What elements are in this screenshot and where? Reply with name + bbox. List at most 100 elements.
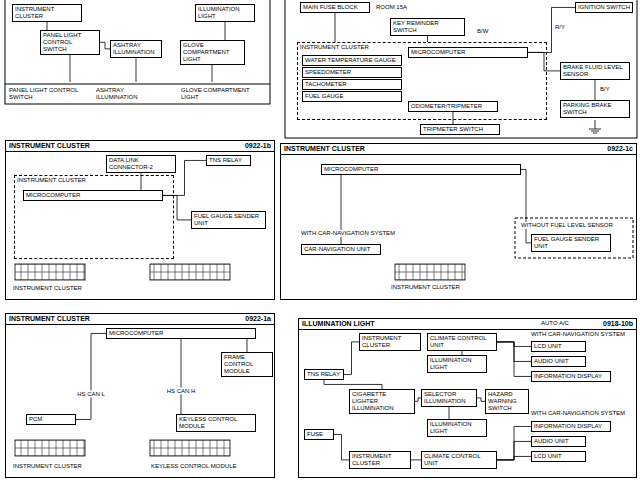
component-box: WATER TEMPERATURE GAUGE [302,55,402,66]
wire-connector [163,195,191,219]
wire-label: ROOM 15A [375,4,408,11]
sheet-panel: INSTRUMENT CLUSTER0922-1aMICROCOMPUTERFR… [5,313,275,478]
wire-label: PANEL LIGHT CONTROL SWITCH [8,87,82,101]
panel-frame [285,0,637,138]
wire-label: KEYLESS CONTROL MODULE [150,463,237,470]
wire-connector [497,456,531,459]
component-name: INFORMATION DISPLAY [534,423,608,430]
wire-connector [497,342,531,377]
component-box: FUEL GAUGE SENDER UNIT [191,211,266,229]
component-name: PANEL LIGHT CONTROL SWITCH [43,32,97,53]
component-box: CIGARETTE LIGHTER ILLUMINATION [349,389,415,414]
component-box: ODOMETER/TRIPMETER [408,101,498,112]
wire-label: INSTRUMENT CLUSTER [12,285,83,292]
wire-label: AUTO A/C [540,320,570,327]
component-name: GLOVE COMPARTMENT LIGHT [183,42,242,63]
component-name: DATA LINK CONNECTOR-2 [109,157,173,171]
component-name: SPEEDOMETER [305,69,399,76]
component-box: CLIMATE CONTROL UNIT [427,333,497,351]
table-rule [5,84,270,85]
wire [70,50,71,82]
wire-connector [47,22,48,30]
wire-connector [521,169,531,242]
wire-connector [344,342,359,375]
component-name: HAZARD WARNING SWITCH [488,391,526,412]
group-box: INSTRUMENT CLUSTER MICROCOMPUTER [14,175,174,259]
connector-face [150,264,230,280]
component-name: TNS RELAY [209,157,248,164]
component-name: INSTRUMENT CLUSTER [352,453,408,467]
component-box: TNS RELAY [304,369,344,380]
component-name: FUEL GAUGE [305,93,399,100]
component-name: INSTRUMENT CLUSTER [17,177,171,184]
component-name: MAIN FUSE BLOCK [303,4,367,11]
wire-connector [247,339,248,352]
sheet-code: 0922-1c [607,145,633,153]
wire-connector [335,13,336,42]
sheet-heading: INSTRUMENT CLUSTER0922-1a [6,314,274,325]
component-box: KEYLESS CONTROL MODULE [176,414,256,432]
component-name: ILLUMINATION LIGHT [198,6,252,20]
connector-face [15,440,85,456]
component-name: MICROCOMPUTER [26,192,160,199]
component-name: AUDIO UNIT [534,438,583,445]
component-box: FRAME CONTROL MODULE [221,352,273,377]
component-box: LCD UNIT [531,341,586,352]
signal-name: HS CAN L [76,390,106,397]
component-box: HAZARD WARNING SWITCH [485,389,529,414]
component-box: FUEL GAUGE [302,91,402,102]
component-box: INFORMATION DISPLAY [531,371,611,382]
component-name: FRAME CONTROL MODULE [224,354,270,375]
component-name: INSTRUMENT CLUSTER [284,145,365,153]
component-box: SPEEDOMETER [302,67,402,78]
wire-label: INSTRUMENT CLUSTER [390,284,461,291]
component-box: FUSE [304,429,334,440]
component-box: TNS RELAY [206,155,251,166]
wire-connector [449,407,450,419]
sheet-code: 0922-1b [245,142,271,150]
component-box: ILLUMINATION LIGHT [427,355,487,373]
component-box: FUEL GAUGE SENDER UNIT [531,234,611,252]
wire-connector [411,459,421,460]
option-frame [515,218,633,258]
wire-connector [324,380,382,389]
ground-symbol [591,131,599,132]
component-name: LCD UNIT [534,453,583,460]
wire-label: WITHOUT FUEL LEVEL SENSOR [520,222,614,229]
component-name: INFORMATION DISPLAY [534,373,608,380]
component-box: LCD UNIT [531,451,586,462]
component-name: FUEL GAUGE SENDER UNIT [534,236,608,250]
component-box: CLIMATE CONTROL UNIT [421,451,497,469]
wire-connector [334,434,349,459]
sheet-panel: INSTRUMENT CLUSTER 0922-1bDATA LINK CONNE… [5,140,275,300]
sheet-heading: INSTRUMENT CLUSTER 0922-1c [281,144,636,155]
component-box: KEY REMINDER SWITCH [390,18,465,36]
wire-label: B/W [476,28,489,35]
component-box: TRIPMETER SWITCH [420,124,500,135]
component-box: ILLUMINATION LIGHT [427,419,487,437]
wire-connector [76,333,106,419]
wire-label: R/Y [554,24,566,31]
wire-label: WITH CAR-NAVIGATION SYSTEM [300,230,396,237]
component-name: CAR-NAVIGATION UNIT [304,246,378,253]
wire-connector [100,42,110,49]
component-name: ASHTRAY ILLUMINATION [113,42,159,56]
wire-connector [528,7,575,52]
wire-label: WITH CAR-NAVIGATION SYSTEM [530,410,626,417]
component-name: PARKING BRAKE SWITCH [563,102,627,116]
component-box: MICROCOMPUTER [23,190,163,201]
component-box: MICROCOMPUTER [321,164,521,175]
component-box: PANEL LIGHT CONTROL SWITCH [40,30,100,55]
sheet-code: 0918-10b [603,320,633,328]
wire [212,62,213,82]
component-name: CLIMATE CONTROL UNIT [430,335,494,349]
component-box: GLOVE COMPARTMENT LIGHT [180,40,245,65]
component-name: AUDIO UNIT [534,358,583,365]
signal-name: HS CAN H [166,388,197,395]
component-box: MICROCOMPUTER [408,47,528,58]
panel-frame [5,0,270,104]
component-box: INFORMATION DISPLAY [531,421,611,432]
component-name: SELECTOR ILLUMINATION [424,391,474,405]
wire-label: B/Y [599,86,611,93]
